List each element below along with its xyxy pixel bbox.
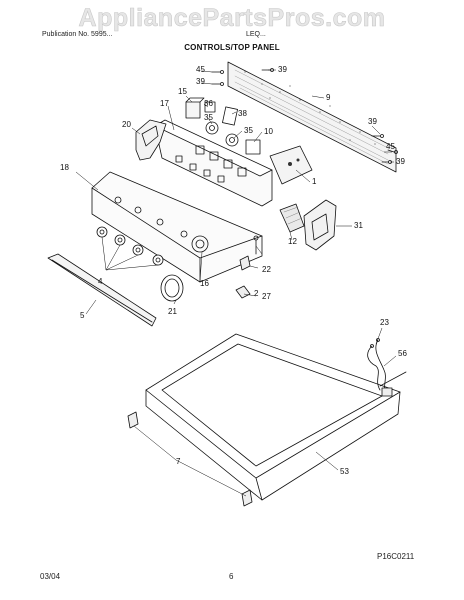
part-right-end-cap — [303, 199, 337, 251]
callout-5: 5 — [80, 311, 85, 320]
part-control-panel — [91, 171, 263, 283]
callout-9: 9 — [326, 93, 331, 102]
callout-39: 39 — [278, 65, 287, 74]
callout-12: 12 — [288, 237, 297, 246]
part-small-components — [185, 97, 261, 155]
callout-45: 45 — [196, 65, 205, 74]
callout-1: 1 — [312, 177, 317, 186]
callout-10: 10 — [264, 127, 273, 136]
callout-16: 16 — [200, 279, 209, 288]
part-12 — [279, 203, 305, 233]
callout-17: 17 — [160, 99, 169, 108]
part-console-housing — [154, 119, 273, 216]
callout-18: 18 — [60, 163, 69, 172]
callout-2: 2 — [254, 289, 259, 298]
callout-39: 39 — [368, 117, 377, 126]
callout-21: 21 — [168, 307, 177, 316]
part-hardware — [235, 235, 259, 299]
figure-code: P16C0211 — [377, 552, 415, 561]
callout-23: 23 — [380, 318, 389, 327]
callout-31: 31 — [354, 221, 363, 230]
part-top-panel — [145, 333, 401, 501]
callout-15: 15 — [178, 87, 187, 96]
model-number: LEQ... — [246, 31, 266, 38]
callout-7: 7 — [176, 457, 181, 466]
callout-36: 36 — [204, 99, 213, 108]
callout-4: 4 — [98, 277, 103, 286]
section-title: CONTROLS/TOP PANEL — [184, 43, 280, 52]
footer-date: 03/04 — [40, 572, 61, 581]
callout-38: 38 — [238, 109, 247, 118]
callout-56: 56 — [398, 349, 407, 358]
footer-page-number: 6 — [229, 572, 234, 581]
callout-39: 39 — [396, 157, 405, 166]
part-wiring — [367, 338, 407, 397]
part-knobs — [96, 226, 164, 266]
part-trim-strip — [47, 253, 157, 327]
callout-45: 45 — [386, 142, 395, 151]
part-back-panel — [227, 61, 397, 173]
callout-39: 39 — [196, 77, 205, 86]
callout-35: 35 — [204, 113, 213, 122]
part-clips — [127, 411, 253, 507]
watermark: AppliancePartsPros.com — [78, 4, 386, 33]
callout-35: 35 — [244, 126, 253, 135]
callout-22: 22 — [262, 265, 271, 274]
part-left-end-cap — [135, 119, 167, 161]
publication-number: Publication No. 5995... — [42, 31, 113, 38]
part-selector-knob — [191, 235, 209, 253]
callout-27: 27 — [262, 292, 271, 301]
callout-53: 53 — [340, 467, 349, 476]
part-knob-ring — [160, 274, 184, 302]
callout-20: 20 — [122, 120, 131, 129]
